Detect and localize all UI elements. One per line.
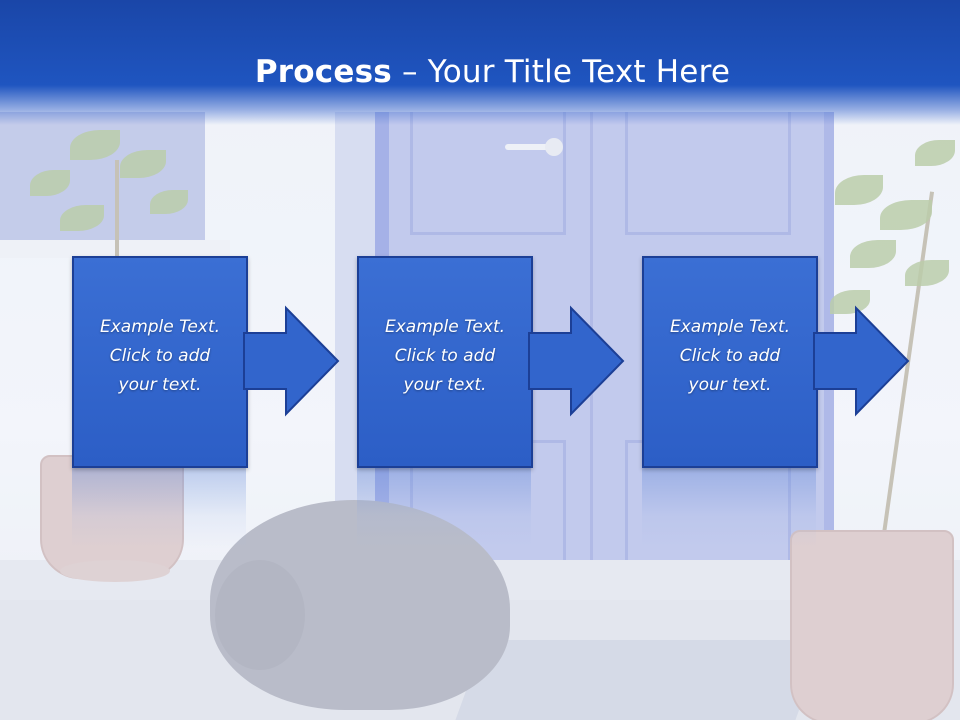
process-step-2: Example Text. Click to add your text. [357, 256, 647, 548]
arrow-right-icon [243, 305, 340, 417]
door-handle-rose [545, 138, 563, 156]
step-box[interactable]: Example Text. Click to add your text. [642, 256, 818, 468]
box-reflection [72, 468, 246, 548]
step-text[interactable]: Example Text. Click to add your text. [74, 313, 246, 400]
pot-saucer [60, 560, 170, 582]
title-rest: – Your Title Text Here [391, 54, 731, 90]
process-step-3: Example Text. Click to add your text. [642, 256, 932, 548]
door-panel [625, 112, 791, 235]
arrow-right-icon [813, 305, 910, 417]
step-box[interactable]: Example Text. Click to add your text. [72, 256, 248, 468]
title-band [0, 0, 960, 125]
process-step-1: Example Text. Click to add your text. [72, 256, 362, 548]
step-text-line: Click to add [109, 346, 211, 366]
box-reflection [357, 468, 531, 548]
step-text-line: Click to add [394, 346, 496, 366]
step-text-line: Example Text. [384, 317, 506, 337]
step-text[interactable]: Example Text. Click to add your text. [644, 313, 816, 400]
step-text-line: your text. [403, 375, 487, 395]
door-handle [505, 144, 555, 150]
step-text-line: Example Text. [669, 317, 791, 337]
step-text[interactable]: Example Text. Click to add your text. [359, 313, 531, 400]
flower-pot [790, 530, 954, 720]
door-panel [410, 112, 566, 235]
step-text-line: Click to add [679, 346, 781, 366]
step-text-line: your text. [118, 375, 202, 395]
slide-title[interactable]: Process – Your Title Text Here [0, 54, 960, 90]
title-bold: Process [254, 54, 392, 90]
step-text-line: your text. [688, 375, 772, 395]
flower-pot [40, 455, 184, 579]
cat-head [215, 560, 305, 670]
step-text-line: Example Text. [99, 317, 221, 337]
box-reflection [642, 468, 816, 548]
step-box[interactable]: Example Text. Click to add your text. [357, 256, 533, 468]
arrow-right-icon [528, 305, 625, 417]
